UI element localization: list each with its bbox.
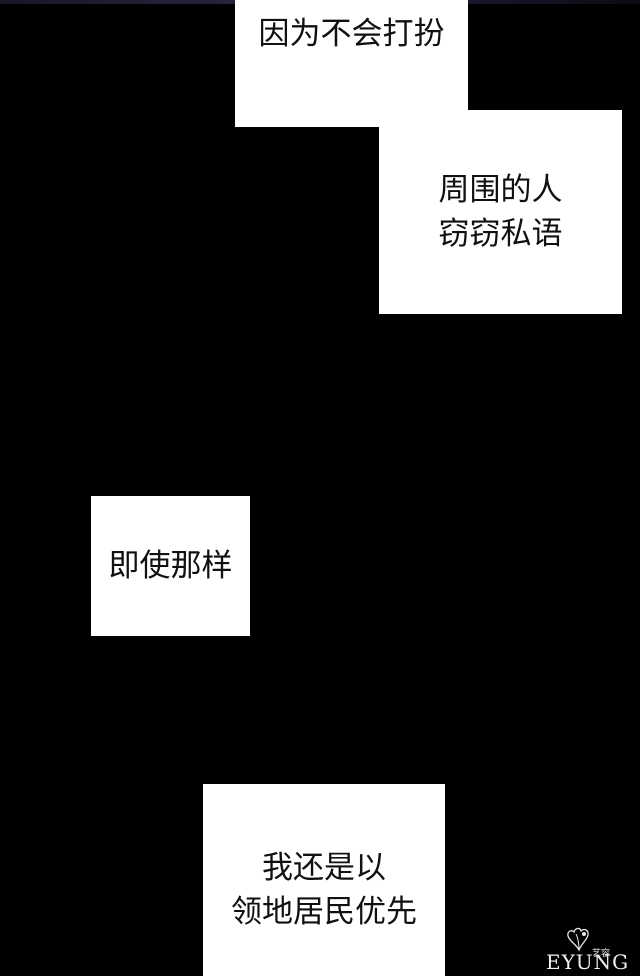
caption-box-2: 周围的人 窃窃私语: [379, 110, 622, 314]
caption-box-1: 因为不会打扮: [235, 0, 468, 127]
watermark: 艺容 EYUNG: [546, 926, 632, 974]
flower-logo-icon: [567, 927, 589, 952]
caption-box-3: 即使那样: [91, 496, 250, 636]
caption-text-2: 周围的人 窃窃私语: [438, 172, 563, 252]
caption-text-4: 我还是以 领地居民优先: [231, 850, 417, 930]
watermark-brand: EYUNG: [546, 950, 630, 974]
watermark-logo-text: 艺容: [592, 949, 611, 959]
caption-text-1: 因为不会打扮: [258, 16, 445, 52]
caption-text-3: 即使那样: [108, 548, 233, 584]
caption-box-4: 我还是以 领地居民优先: [203, 784, 445, 976]
